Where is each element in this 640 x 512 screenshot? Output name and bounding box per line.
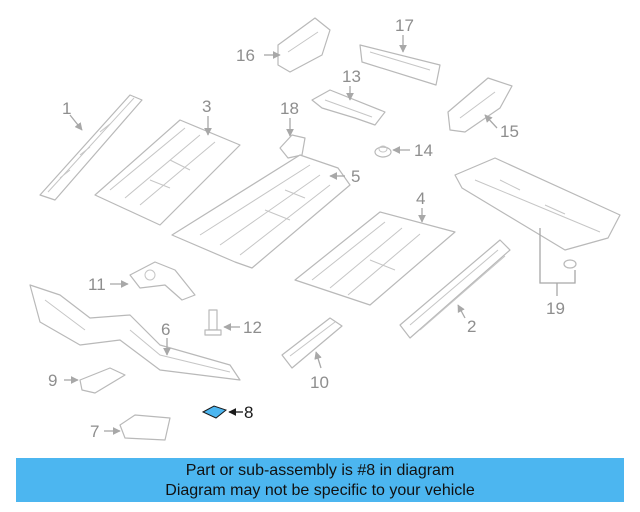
part-18[interactable] <box>279 134 306 159</box>
callout-9: 9 <box>48 371 57 390</box>
callout-10: 10 <box>310 373 329 392</box>
banner-line-1: Part or sub-assembly is #8 in diagram <box>185 462 455 479</box>
banner-line-2: Diagram may not be specific to your vehi… <box>165 482 475 499</box>
callout-labels: 1 2 3 4 5 6 7 8 9 10 11 12 13 14 15 16 1… <box>48 16 565 441</box>
part-5[interactable] <box>171 154 351 269</box>
part-10[interactable] <box>281 317 343 369</box>
part-14[interactable] <box>374 145 392 158</box>
part-6[interactable] <box>29 284 241 381</box>
callout-17: 17 <box>395 16 414 35</box>
callout-3: 3 <box>202 97 211 116</box>
leader-lines <box>64 35 576 435</box>
callout-12: 12 <box>243 318 262 337</box>
part-12[interactable] <box>204 309 222 336</box>
part-7[interactable] <box>119 414 171 441</box>
callout-4: 4 <box>416 189 425 208</box>
callout-5: 5 <box>351 167 360 186</box>
part-3[interactable] <box>94 119 241 226</box>
callout-18: 18 <box>280 99 299 118</box>
part-16[interactable] <box>277 17 331 73</box>
callout-8: 8 <box>244 403 253 422</box>
callout-2: 2 <box>467 317 476 336</box>
part-1[interactable] <box>39 94 143 201</box>
callout-11: 11 <box>88 275 106 294</box>
callout-15: 15 <box>500 122 519 141</box>
part-17[interactable] <box>359 44 441 86</box>
part-2[interactable] <box>399 239 511 339</box>
part-11[interactable] <box>129 261 196 301</box>
callout-7: 7 <box>90 422 99 441</box>
part-4[interactable] <box>294 211 456 306</box>
callout-14: 14 <box>414 141 433 160</box>
part-9[interactable] <box>79 367 126 394</box>
callout-16: 16 <box>236 46 255 65</box>
part-15[interactable] <box>447 77 513 133</box>
parts-diagram: 1 2 3 4 5 6 7 8 9 10 11 12 13 14 15 16 1… <box>29 16 621 441</box>
callout-6: 6 <box>161 320 170 339</box>
callout-13: 13 <box>342 67 361 86</box>
part-19[interactable] <box>454 157 621 269</box>
info-banner: Part or sub-assembly is #8 in diagram Di… <box>16 458 624 502</box>
part-8[interactable] <box>201 405 228 419</box>
part-13[interactable] <box>311 89 386 126</box>
callout-19: 19 <box>546 299 565 318</box>
callout-1: 1 <box>62 99 71 118</box>
